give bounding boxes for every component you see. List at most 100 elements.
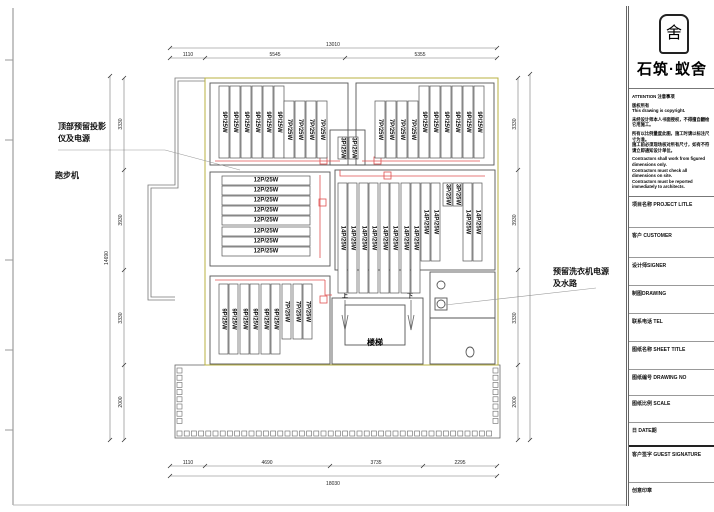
rack-label: 14P/25W: [340, 226, 346, 251]
rack-middle-right: 3P/25W: [452, 182, 463, 207]
rack-label: 9P/25W: [265, 111, 271, 133]
rack-top-left: 7P/25W: [305, 100, 317, 159]
rack-shelf: [228, 283, 239, 355]
corridor-box: [329, 129, 366, 166]
railing-post: [407, 430, 413, 437]
pavilion-logo-icon: 舍: [659, 14, 689, 54]
rack-shelf: [251, 85, 263, 159]
railing-post: [284, 430, 291, 437]
rack-shelf: [229, 85, 241, 159]
railing-post: [479, 430, 485, 437]
railing-post: [176, 374, 183, 381]
rack-shelf: [316, 100, 328, 159]
washer-note-line1: 预留洗衣机电源: [553, 267, 609, 276]
railing-post: [270, 430, 276, 437]
rack-label: 9P/25W: [443, 111, 449, 133]
field-project-title: 项目名称 PROJECT LITLE: [629, 196, 714, 228]
railing-post: [212, 430, 219, 437]
railing-post: [241, 430, 248, 437]
dim-top-2: 5545: [269, 52, 280, 58]
rack-shelf: [462, 182, 473, 262]
rack-middle-right: 14P/25W: [389, 182, 400, 294]
rack-shelf: [337, 182, 348, 294]
railing-post: [392, 430, 399, 437]
attention-line: 版权所有: [632, 102, 650, 108]
rack-shelf: [396, 100, 408, 159]
rack-shelf: [451, 85, 463, 159]
railing-post: [176, 403, 183, 410]
rack-shelf: [440, 85, 452, 159]
field-drawing-no: 图纸编号 DRAWING NO: [629, 370, 714, 396]
rack-shelf: [385, 100, 397, 159]
dimension-tick: [121, 362, 127, 368]
brand-logo: 舍 石筑·蚁舍: [629, 6, 714, 89]
rack-top-left: 7P/25W: [316, 100, 328, 159]
railing-post: [492, 374, 499, 381]
brand-name: 石筑·蚁舍: [637, 61, 707, 78]
railing-post: [176, 430, 183, 437]
rack-label: 7P/25W: [377, 119, 383, 141]
rack-bottom-left: 9P/25W: [249, 283, 260, 355]
stair-up-label: 上: [342, 292, 348, 300]
rack-label: 3P/25W: [351, 137, 357, 159]
rack-label: 7P/25W: [410, 119, 416, 141]
rack-shelf: [260, 283, 271, 355]
rack-shelf: [221, 226, 311, 237]
attention-line: 施工前必须现场核对所有尺寸，如有不符请立即通知设计单位。: [632, 142, 710, 153]
rack-label: 7P/25W: [286, 119, 292, 141]
rack-bottom-left: 9P/25W: [270, 283, 281, 355]
rack-label: 12P/25W: [254, 249, 279, 255]
projector-note-line2: 仪及电源: [58, 134, 90, 143]
rack-shelf: [283, 100, 295, 159]
rack-label: 9P/25W: [273, 308, 279, 330]
railing-post: [176, 418, 183, 424]
rack-shelf: [292, 283, 303, 340]
rack-shelf: [302, 283, 313, 340]
railing-post: [450, 430, 456, 437]
dimension-tick: [342, 55, 348, 61]
dim-bottom-4: 2295: [454, 460, 465, 466]
rack-label: 14P/25W: [423, 210, 429, 235]
attention-line: This drawing is copyright.: [632, 108, 686, 114]
rack-shelf: [305, 100, 317, 159]
rack-top-right: 7P/25W: [385, 100, 397, 159]
rack-top-left: 9P/25W: [240, 85, 252, 159]
rack-middle-right: 14P/25W: [379, 182, 390, 294]
rack-top-left: 9P/25W: [273, 85, 285, 159]
rack-label: 7P/25W: [399, 119, 405, 141]
railing-post: [306, 430, 312, 437]
dimension-tick: [121, 75, 127, 81]
railing-post: [248, 430, 255, 437]
dimension-tick: [327, 463, 333, 469]
railing-post: [385, 430, 392, 437]
rack-shelf: [347, 182, 358, 294]
rack-middle-left: 12P/25W: [221, 226, 311, 237]
rack-label: 14P/25W: [475, 210, 481, 235]
rack-label: 14P/25W: [413, 226, 419, 251]
dimension-lines: [109, 47, 531, 477]
railing-post: [464, 430, 471, 437]
title-block: 舍 石筑·蚁舍 ATTENTION 注意事项 版权所有 This drawing…: [626, 6, 714, 506]
rack-top-right: 9P/25W: [473, 85, 485, 159]
rack-label: 7P/25W: [295, 301, 301, 323]
rack-shelf: [407, 100, 419, 159]
field-drawing: 制图DRAWING: [629, 286, 714, 314]
railing-post: [486, 430, 492, 437]
rack-middle-right: 14P/25W: [358, 182, 369, 294]
dimension-tick: [494, 45, 500, 51]
projector-note: 顶部预留投影 仪及电源: [58, 121, 106, 145]
toilet-icon: [465, 346, 475, 358]
railing-post: [492, 403, 499, 410]
dim-top-1: 1110: [183, 52, 194, 58]
rack-middle-right: 14P/25W: [368, 182, 379, 294]
rack-top-right: 7P/25W: [396, 100, 408, 159]
sink-icon: [436, 280, 446, 290]
stairwell: [331, 297, 424, 365]
railing-post: [176, 389, 183, 395]
railing-post: [299, 430, 305, 437]
rack-top-right: 9P/25W: [462, 85, 474, 159]
rack-shelf: [348, 136, 359, 160]
attention-line: 未经设计师本人书面授权，不得擅自翻绘它用施工。: [632, 116, 710, 128]
rack-shelf: [429, 85, 441, 159]
stairs-label: 楼梯: [367, 337, 383, 347]
